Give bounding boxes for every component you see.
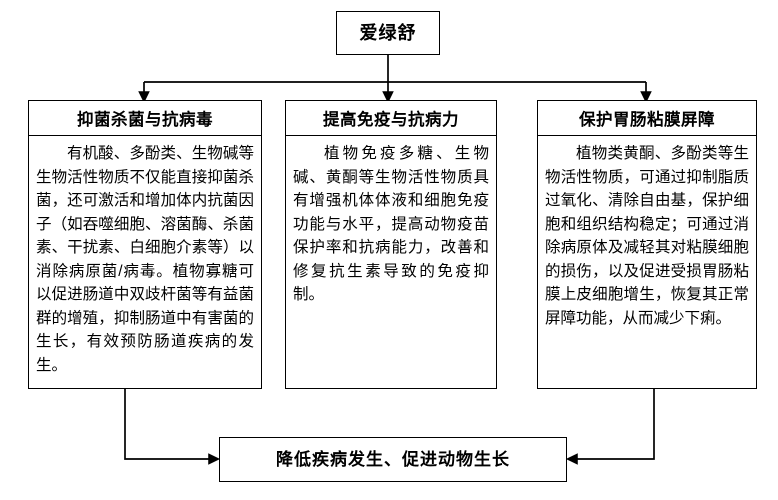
node-outcome-label: 降低疾病发生、促进动物生长 xyxy=(276,450,510,469)
connector-branch-0-to-outcome xyxy=(124,389,221,465)
node-outcome[interactable]: 降低疾病发生、促进动物生长 xyxy=(219,437,567,482)
node-branch-antibacterial-title: 抑菌杀菌与抗病毒 xyxy=(29,101,261,136)
node-root-label: 爱绿舒 xyxy=(359,23,417,43)
node-branch-immunity-title: 提高免疫与抗病力 xyxy=(286,101,496,136)
node-root[interactable]: 爱绿舒 xyxy=(336,11,440,55)
node-branch-antibacterial[interactable]: 抑菌杀菌与抗病毒 有机酸、多酚类、生物碱等生物活性物质不仅能直接抑菌杀菌，还可激… xyxy=(28,100,262,389)
node-branch-mucosal-barrier-title: 保护胃肠粘膜屏障 xyxy=(538,101,756,136)
node-branch-immunity[interactable]: 提高免疫与抗病力 植物免疫多糖、生物碱、黄酮等生物活性物质具有增强机体体液和细胞… xyxy=(285,100,497,389)
connector-branch-2-to-outcome xyxy=(565,389,655,465)
node-branch-antibacterial-body: 有机酸、多酚类、生物碱等生物活性物质不仅能直接抑菌杀菌，还可激活和增加体内抗菌因… xyxy=(36,145,254,374)
node-branch-immunity-body: 植物免疫多糖、生物碱、黄酮等生物活性物质具有增强机体体液和细胞免疫功能与水平，提… xyxy=(293,145,489,304)
node-branch-mucosal-barrier-body: 植物类黄酮、多酚类等生物活性物质，可通过抑制脂质过氧化、清除自由基，保护细胞和组… xyxy=(545,145,749,327)
node-branch-mucosal-barrier[interactable]: 保护胃肠粘膜屏障 植物类黄酮、多酚类等生物活性物质，可通过抑制脂质过氧化、清除自… xyxy=(537,100,757,389)
